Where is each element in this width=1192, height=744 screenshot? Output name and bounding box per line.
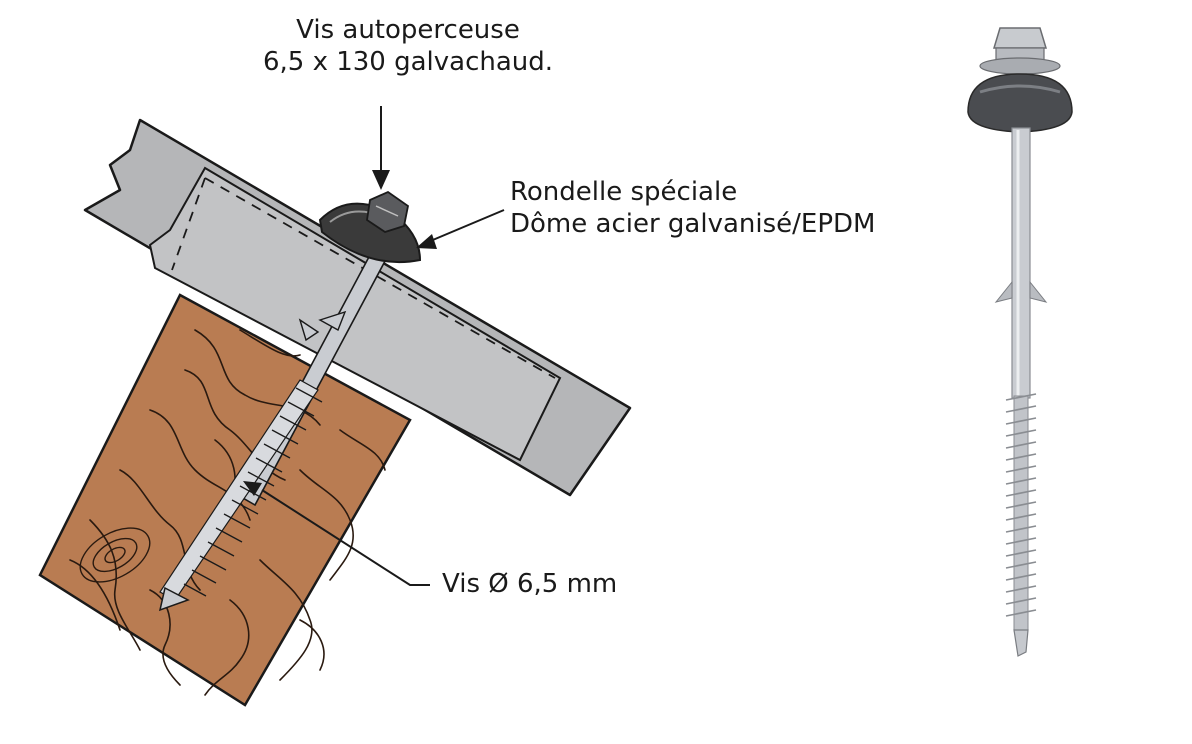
screw-photo xyxy=(967,27,1073,657)
washer-label: Rondelle spéciale Dôme acier galvanisé/E… xyxy=(510,176,875,240)
washer-line-1: Rondelle spéciale xyxy=(510,177,738,207)
callout-arrows xyxy=(243,106,505,586)
washer-line-2: Dôme acier galvanisé/EPDM xyxy=(510,209,876,239)
diameter-label: Vis Ø 6,5 mm xyxy=(442,569,618,599)
screw-type-line-1: Vis autoperceuse xyxy=(296,15,520,45)
screw-type-label: Vis autoperceuse 6,5 x 130 galvachaud. xyxy=(228,14,588,78)
screw-type-line-2: 6,5 x 130 galvachaud. xyxy=(262,47,554,77)
screw-diagram xyxy=(158,190,422,612)
